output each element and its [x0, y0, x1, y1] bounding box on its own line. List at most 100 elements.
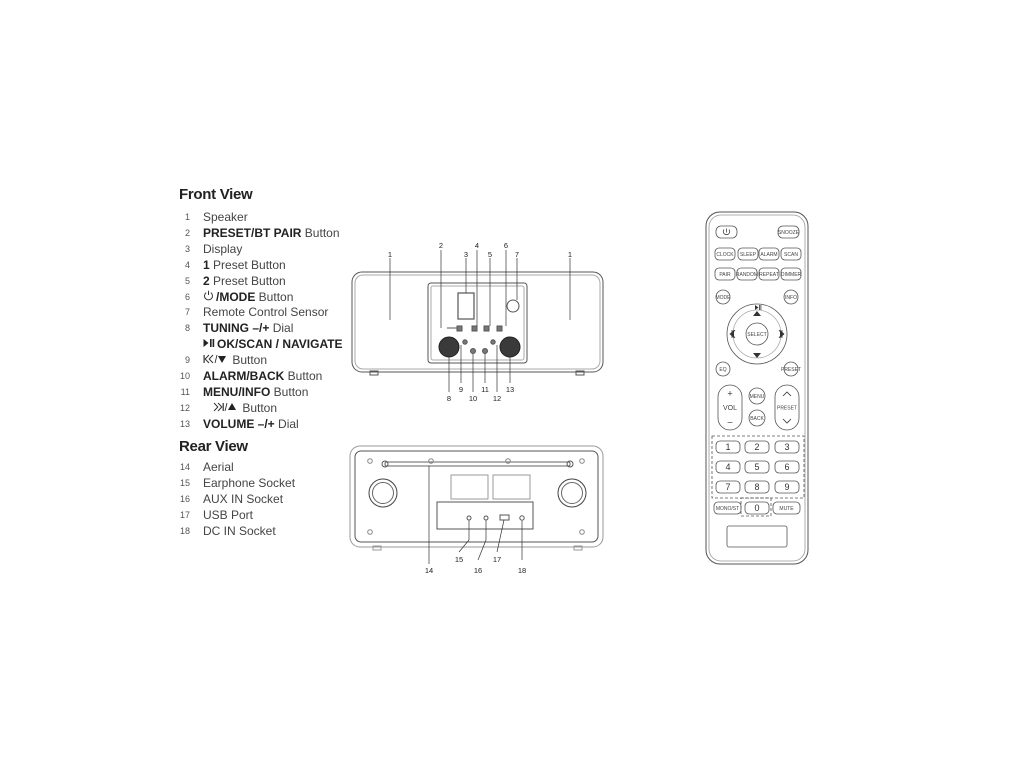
front-callout-4: 4	[475, 241, 479, 250]
front-legend-label: PRESET/BT PAIR Button	[203, 226, 340, 240]
remote-ir-window	[726, 525, 788, 548]
front-legend-number: 9	[184, 355, 190, 366]
rear-legend-number: 17	[179, 509, 190, 520]
front-callout-12: 12	[493, 394, 501, 403]
rear-legend-item: 17 USB Port	[176, 507, 253, 523]
front-callout-6: 6	[504, 241, 508, 250]
front-legend-label: /MODE Button	[203, 290, 293, 304]
play-pause-small-icon	[755, 305, 759, 310]
front-legend-label: Remote Control Sensor	[203, 305, 328, 319]
rear-port-right	[557, 478, 587, 508]
prev-down-icon	[203, 352, 227, 368]
remote-clock-button	[714, 247, 736, 261]
connector-panel	[436, 501, 534, 530]
remote-num-6: 6	[784, 462, 789, 472]
front-callout-1-right: 1	[568, 250, 572, 259]
next-up-icon	[211, 400, 237, 416]
front-legend-label: VOLUME –/+ Dial	[203, 417, 299, 431]
preset-up-chevron-icon	[782, 391, 792, 397]
front-callout-7: 7	[515, 250, 519, 259]
remote-dimmer-label: DIMMER	[781, 272, 802, 278]
rear-callout-16: 16	[474, 566, 482, 575]
front-legend-label: ALARM/BACK Button	[203, 369, 322, 383]
aux-in-socket	[483, 515, 489, 521]
front-legend-bold: PRESET/BT PAIR	[203, 225, 302, 240]
front-legend-label: 1 Preset Button	[203, 258, 286, 272]
remote-preset-label: PRESET	[777, 405, 797, 411]
rear-callout-15: 15	[455, 555, 463, 564]
front-callout-10: 10	[469, 394, 477, 403]
front-legend-number: 6	[184, 291, 190, 302]
rear-legend-number: 15	[179, 477, 190, 488]
remote-random-button	[736, 267, 758, 281]
front-legend-bold: MENU/INFO	[203, 384, 271, 399]
remote-scan-button	[780, 247, 802, 261]
remote-snooze-button	[777, 225, 800, 239]
remote-alarm-label: ALARM	[760, 252, 777, 258]
front-legend-bold: 2	[203, 273, 210, 288]
front-radio-illustration	[351, 250, 604, 392]
front-legend-number: 8	[184, 323, 190, 334]
remote-sleep-label: SLEEP	[740, 252, 757, 258]
front-upper-buttons	[447, 325, 503, 332]
remote-menu-button	[748, 387, 766, 405]
rear-legend-item: 15 Earphone Socket	[176, 475, 295, 491]
remote-control: SNOOZE CLOCK SLEEP ALARM SCAN PAIR RANDO…	[705, 211, 809, 565]
front-callout-5: 5	[488, 250, 492, 259]
front-legend-bold: /MODE	[216, 289, 256, 304]
rear-radio-illustration	[349, 445, 604, 564]
front-callout-labels: 1 2 3 4 5 6 7 1 8 9 10 11 12 13	[388, 241, 572, 403]
remote-alarm-button	[758, 247, 780, 261]
rear-legend-number: 14	[179, 462, 190, 472]
front-legend-label: Button	[203, 353, 267, 367]
front-legend-item: 12 Button	[176, 400, 277, 416]
dpad-arrows	[729, 305, 785, 358]
remote-pair-button	[714, 267, 736, 281]
rear-legend-item: 14 Aerial	[176, 459, 234, 475]
rear-legend-label: Earphone Socket	[203, 476, 295, 490]
remote-monost-label: MONO/ST	[716, 506, 739, 512]
preset-down-chevron-icon	[782, 418, 792, 424]
remote-info-label: INFO	[785, 295, 797, 301]
earphone-socket	[466, 515, 472, 521]
remote-dimmer-button	[780, 267, 802, 281]
front-legend-label: Button	[203, 401, 277, 415]
remote-info-button	[783, 289, 799, 305]
front-legend-number: 13	[179, 418, 190, 429]
rear-port-left	[368, 478, 398, 508]
front-callout-11: 11	[481, 385, 489, 394]
front-legend-bold: TUNING –/+	[203, 321, 270, 336]
front-legend-item: 6/MODE Button	[176, 289, 293, 305]
front-legend-desc: Remote Control Sensor	[203, 305, 329, 320]
remote-monost-button	[713, 501, 742, 515]
rear-legend-desc: Aerial	[203, 460, 234, 474]
front-legend-item: OK/SCAN / NAVIGATE	[176, 336, 343, 352]
remote-clock-label: CLOCK	[716, 252, 734, 258]
remote-num-1: 1	[725, 442, 730, 452]
remote-vol-label: VOL	[723, 405, 737, 412]
rear-legend-desc: Earphone Socket	[203, 475, 296, 490]
remote-preset-small-button	[783, 361, 799, 377]
front-legend-desc: Button	[284, 369, 323, 383]
front-legend-desc: Button	[301, 225, 340, 240]
front-legend-item: 9 Button	[176, 352, 267, 368]
rear-legend-number: 16	[179, 493, 190, 504]
remote-num-5: 5	[754, 462, 759, 472]
front-legend-number: 11	[180, 386, 190, 397]
front-legend-desc: Display	[203, 241, 243, 256]
dpad-prev-icon	[731, 329, 736, 339]
rear-legend-desc: USB Port	[203, 507, 254, 522]
rear-legend-label: Aerial	[203, 460, 234, 474]
rear-legend-desc: AUX IN Socket	[203, 491, 284, 506]
front-callout-13: 13	[506, 385, 514, 394]
front-callout-1-left: 1	[388, 250, 392, 259]
front-legend-item: 13 VOLUME –/+ Dial	[176, 416, 299, 432]
front-lower-buttons	[462, 339, 496, 354]
